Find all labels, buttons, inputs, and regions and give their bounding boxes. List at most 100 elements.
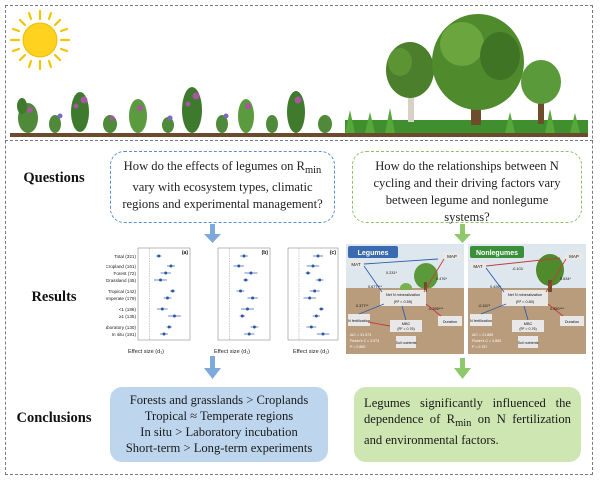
ground-line	[10, 133, 588, 137]
forest-row-label: Cropland (161)	[106, 264, 136, 269]
legume-plants-icon	[17, 87, 332, 133]
forest-point	[306, 271, 310, 275]
forest-point	[172, 314, 176, 318]
sem-legumes-net-n: Net N mineralization	[386, 293, 420, 297]
sem-nonlegumes-coef-3: 0.634*	[560, 277, 572, 281]
forest-panel-frame	[137, 247, 191, 341]
forest-row-label: <1 (186)	[119, 307, 137, 312]
sem-diagrams: Legumes MAT MAP Net N mineralization (R²…	[346, 244, 586, 354]
forest-point	[313, 289, 317, 293]
question-left-text-a: How do the effects of legumes on R	[123, 159, 305, 173]
sem-nonlegumes-soil: Soil nutrients	[518, 341, 539, 345]
outer-dashed-frame	[5, 5, 593, 475]
sem-nonlegumes-mbc: MBC	[524, 322, 533, 326]
forest-point	[247, 332, 251, 336]
sem-legumes-mbc: MBC	[402, 322, 411, 326]
sem-nonlegumes-net-n: Net N mineralization	[508, 293, 542, 297]
forest-xlabel-b: Effect size (d₁)	[214, 349, 250, 355]
forest-point	[167, 325, 171, 329]
forest-point	[242, 254, 246, 258]
forest-point	[164, 271, 168, 275]
sem-legumes-soil: Soil nutrients	[396, 341, 417, 345]
questions-label: Questions	[23, 170, 85, 186]
sem-nonlegumes-duration: Duration	[565, 320, 579, 324]
sem-nonlegumes-aic: AIC = 21.865	[472, 333, 493, 337]
landscape-illustration	[9, 9, 588, 137]
conclusion-left-box: Forests and grasslands > Croplands Tropi…	[110, 387, 328, 462]
sem-nonlegumes-title: Nonlegumes	[476, 250, 518, 257]
forest-point	[165, 296, 169, 300]
sem-nonlegumes-panel: Nonlegumes MAT MAP Net N mineralization …	[468, 244, 586, 354]
forest-grass-icon	[345, 14, 588, 133]
sem-nonlegumes-coef-2: -0.103	[512, 267, 523, 271]
sem-nonlegumes-coef-1: 0.426*	[490, 285, 502, 289]
sem-nonlegumes-p: P = 0.767	[472, 345, 487, 349]
forest-point	[239, 289, 243, 293]
conclusion-right-box: Legumes significantly influenced the dep…	[354, 387, 581, 462]
sem-legumes-duration: Duration	[443, 320, 457, 324]
conclusion-right-subscript: min	[455, 418, 472, 429]
forest-row-label: Tropical (142)	[108, 289, 137, 294]
sem-legumes-coef-3: 0.476*	[436, 277, 448, 281]
sem-legumes-coef-2: 0.231*	[386, 271, 398, 275]
forest-point	[240, 314, 244, 318]
forest-row-label: Grassland (45)	[106, 278, 136, 283]
forest-xlabel-c: Effect size (d₁)	[293, 349, 329, 355]
sem-legumes-p: P = 0.859	[350, 345, 365, 349]
forest-point	[171, 289, 175, 293]
forest-point	[252, 325, 256, 329]
arrow-down-icon	[204, 224, 221, 379]
conclusion-left-line-3: In situ > Laboratory incubation	[140, 425, 298, 439]
question-left-subscript: min	[304, 165, 322, 176]
sem-nonlegumes-n-fert: N fertilization	[470, 319, 492, 323]
forest-row-label: Total (321)	[114, 254, 136, 259]
forest-row-label: Forest (72)	[114, 271, 137, 276]
conclusion-left-line-2: Tropical ≈ Temperate regions	[144, 409, 294, 423]
sem-legumes-n-fert: N fertilization	[348, 319, 370, 323]
divider-top	[5, 140, 593, 141]
sem-legumes-coef-1: 0.677***	[368, 285, 382, 289]
forest-point	[309, 325, 313, 329]
forest-point	[244, 278, 248, 282]
forest-point	[157, 254, 161, 258]
forest-xlabel-a: Effect size (d₁)	[128, 349, 164, 355]
forest-point	[162, 332, 166, 336]
forest-point	[237, 264, 241, 268]
sem-legumes-coef-4: 0.377**	[356, 304, 369, 308]
question-left-text-b: vary with ecosystem types, climatic regi…	[122, 180, 323, 211]
question-right-text: How do the relationships between N cycli…	[373, 159, 561, 224]
arrow-down-icon	[454, 224, 471, 379]
conclusion-left-line-4: Short-term > Long-term experiments	[125, 441, 313, 455]
forest-point	[245, 307, 249, 311]
sem-legumes-panel: Legumes MAT MAP Net N mineralization (R²…	[346, 244, 464, 354]
conclusion-right-text-a: Legumes significantly influenced the dep…	[364, 396, 571, 426]
sem-legumes-map: MAP	[447, 254, 457, 259]
sem-legumes-r2-net: (R² = 0.55)	[394, 300, 413, 304]
sem-nonlegumes-mat: MAT	[473, 264, 482, 269]
forest-panel-label: (c)	[330, 250, 336, 256]
forest-point	[311, 264, 315, 268]
sem-nonlegumes-fisher: Fisher's C = 3.865	[472, 339, 501, 343]
sem-legumes-r2-mbc: (R² = 0.76)	[397, 327, 414, 331]
forest-panel-label: (b)	[262, 250, 269, 256]
sem-legumes-mat: MAT	[351, 262, 360, 267]
sem-nonlegumes-r2-net: (R² = 0.80)	[516, 300, 535, 304]
forest-plot: Total (321) Cropland (161) Forest (72) Gras…	[106, 244, 342, 356]
sem-legumes-title: Legumes	[358, 250, 389, 257]
sem-nonlegumes-map: MAP	[569, 254, 579, 259]
sem-legumes-aic: AIC = 31.973	[350, 333, 371, 337]
conclusion-right-text-b: on N fertilization and environmental fac…	[364, 412, 571, 447]
sem-nonlegumes-r2-mbc: (R² = 0.76)	[519, 327, 536, 331]
sem-nonlegumes-coef-4: -0.167*	[478, 304, 491, 308]
forest-point	[316, 254, 320, 258]
forest-row-label: ≥1 (135)	[119, 314, 137, 319]
sem-legumes-coef-5: -0.395***	[428, 307, 444, 311]
sem-legumes-fisher: Fisher's C = 3.973	[350, 339, 379, 343]
forest-point	[249, 271, 253, 275]
forest-row-label: In situ (191)	[112, 332, 137, 337]
forest-point	[160, 307, 164, 311]
forest-panel-frame	[287, 247, 339, 341]
results-label: Results	[31, 289, 77, 305]
